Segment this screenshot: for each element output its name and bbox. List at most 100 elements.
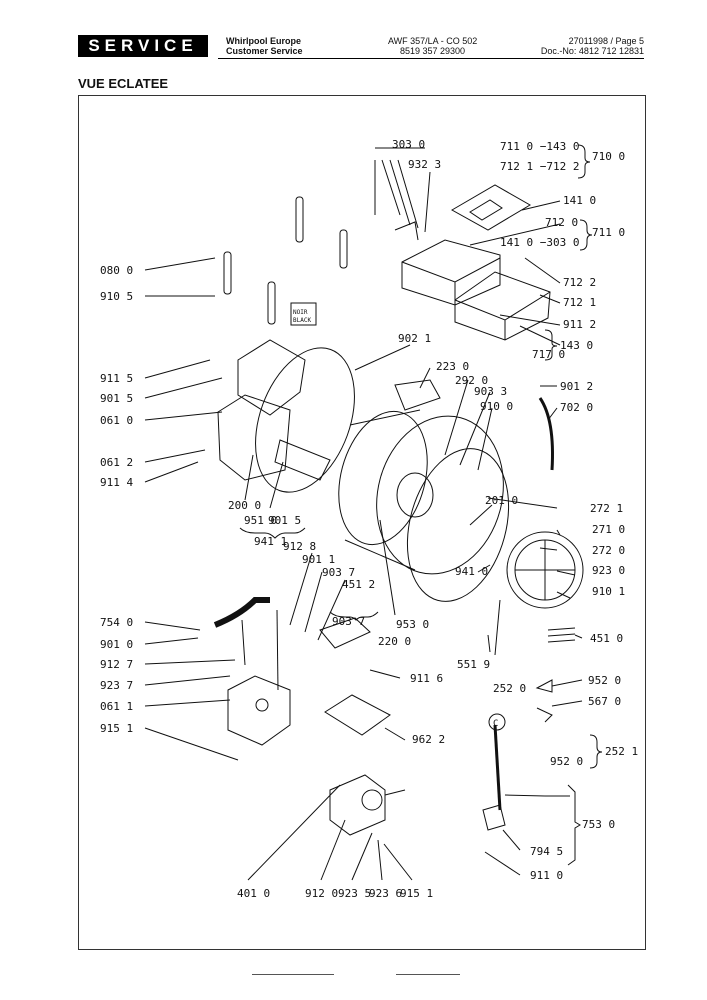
dispenser-box-edges	[401, 257, 501, 305]
callout: 923 0	[592, 564, 625, 577]
callout: 962 2	[412, 733, 445, 746]
callout: 201 0	[485, 494, 518, 507]
model-block: AWF 357/LA - CO 502 8519 357 29300	[388, 36, 477, 56]
counterweight-hole	[255, 698, 269, 712]
callout: 915 1	[100, 722, 133, 735]
pump-cover	[324, 694, 391, 736]
callout: 712 1 −712 2	[500, 160, 579, 173]
dispenser-housing	[454, 271, 551, 341]
callout: 567 0	[588, 695, 621, 708]
back-bracket	[274, 439, 331, 481]
drum-rear	[376, 415, 504, 575]
callout: 901 2	[560, 380, 593, 393]
bolt-2	[276, 609, 279, 691]
motor-body	[329, 774, 386, 836]
rear-panel-part	[217, 394, 291, 481]
callout: 911 5	[100, 372, 133, 385]
noir-black-tag	[290, 302, 317, 326]
circle-c-label: C	[493, 719, 498, 729]
callout: 901 0	[100, 638, 133, 651]
clip-567	[536, 707, 553, 723]
small-part-223	[394, 379, 441, 411]
callout: 292 0	[455, 374, 488, 387]
footer-rule-left	[252, 974, 334, 975]
callout: 712 1	[563, 296, 596, 309]
drum-hub	[396, 472, 434, 518]
callout: 080 0	[100, 264, 133, 277]
drawer-handle-inset	[469, 199, 503, 221]
callout: 702 0	[560, 401, 593, 414]
drum-sides	[344, 409, 421, 571]
cabinet-top-bracket	[237, 339, 306, 416]
callout: 901 5	[100, 392, 133, 405]
callout: 272 0	[592, 544, 625, 557]
callout: 923 6	[369, 887, 402, 900]
callout: 952 0	[588, 674, 621, 687]
callout: 911 6	[410, 672, 443, 685]
tub-back-ring	[255, 347, 355, 493]
rod-2	[339, 229, 348, 269]
callout: 910 5	[100, 290, 133, 303]
callout: 941 1	[254, 535, 287, 548]
dispenser-box	[401, 239, 501, 306]
callout: 061 0	[100, 414, 133, 427]
rod-753	[493, 724, 502, 811]
callout: 903 3	[474, 385, 507, 398]
service-badge: SERVICE	[78, 35, 208, 57]
heater-element	[547, 627, 576, 643]
callout: 910 1	[592, 585, 625, 598]
motor-end	[361, 789, 383, 811]
page-block: 27011998 / Page 5 Doc.-No: 4812 712 1283…	[541, 36, 644, 56]
callout: 252 0	[493, 682, 526, 695]
company-name: Whirlpool Europe	[226, 36, 301, 46]
callout: 932 3	[408, 158, 441, 171]
callout: 915 1	[400, 887, 433, 900]
callout: 953 0	[396, 618, 429, 631]
leader-lines	[144, 147, 583, 881]
callout: 061 1	[100, 700, 133, 713]
black-label: BLACK	[293, 317, 311, 324]
bracket-252	[535, 679, 553, 693]
callout: 902 1	[398, 332, 431, 345]
callout: 711 0 −143 0	[500, 140, 579, 153]
callout: 271 0	[592, 523, 625, 536]
drain-hose	[213, 597, 270, 628]
callout: 711 0	[592, 226, 625, 239]
callout: 551 9	[457, 658, 490, 671]
callout: 717 0	[532, 348, 565, 361]
rod-3	[223, 251, 232, 295]
noir-label: NOIR	[293, 309, 308, 316]
diagram-frame	[78, 95, 646, 950]
callout: 951 0	[244, 514, 277, 527]
model-code: 8519 357 29300	[400, 46, 466, 56]
callout: 903 7	[332, 615, 365, 628]
callout: 252 1	[605, 745, 638, 758]
callout: 911 0	[530, 869, 563, 882]
callout-labels: 303 0 932 3 711 0 −143 0 712 1 −712 2 71…	[100, 138, 638, 900]
callout: 712 0	[545, 216, 578, 229]
callout: 141 0 −303 0	[500, 236, 579, 249]
callout: 143 0	[560, 339, 593, 352]
dispenser-housing-edges	[454, 291, 551, 340]
callout: 223 0	[436, 360, 469, 373]
callout: 272 1	[590, 502, 623, 515]
callout: 901 5	[268, 514, 301, 527]
circle-c-marker	[488, 713, 506, 731]
callout: 911 4	[100, 476, 133, 489]
thermostat-part	[482, 804, 506, 831]
callout: 941 0	[455, 565, 488, 578]
pulley-spokes	[515, 540, 575, 600]
company-dept: Customer Service	[226, 46, 303, 56]
callout: 451 2	[342, 578, 375, 591]
motor-shaft	[384, 789, 406, 796]
callout: 923 5	[338, 887, 371, 900]
callout: 910 0	[480, 400, 513, 413]
footer-rule-right	[396, 974, 460, 975]
rod-4	[267, 281, 276, 325]
callout: 912 0	[305, 887, 338, 900]
callout: 912 8	[283, 540, 316, 553]
callout: 451 0	[590, 632, 623, 645]
tub-front-ring	[406, 448, 510, 602]
date-page: 27011998 / Page 5	[568, 36, 644, 46]
